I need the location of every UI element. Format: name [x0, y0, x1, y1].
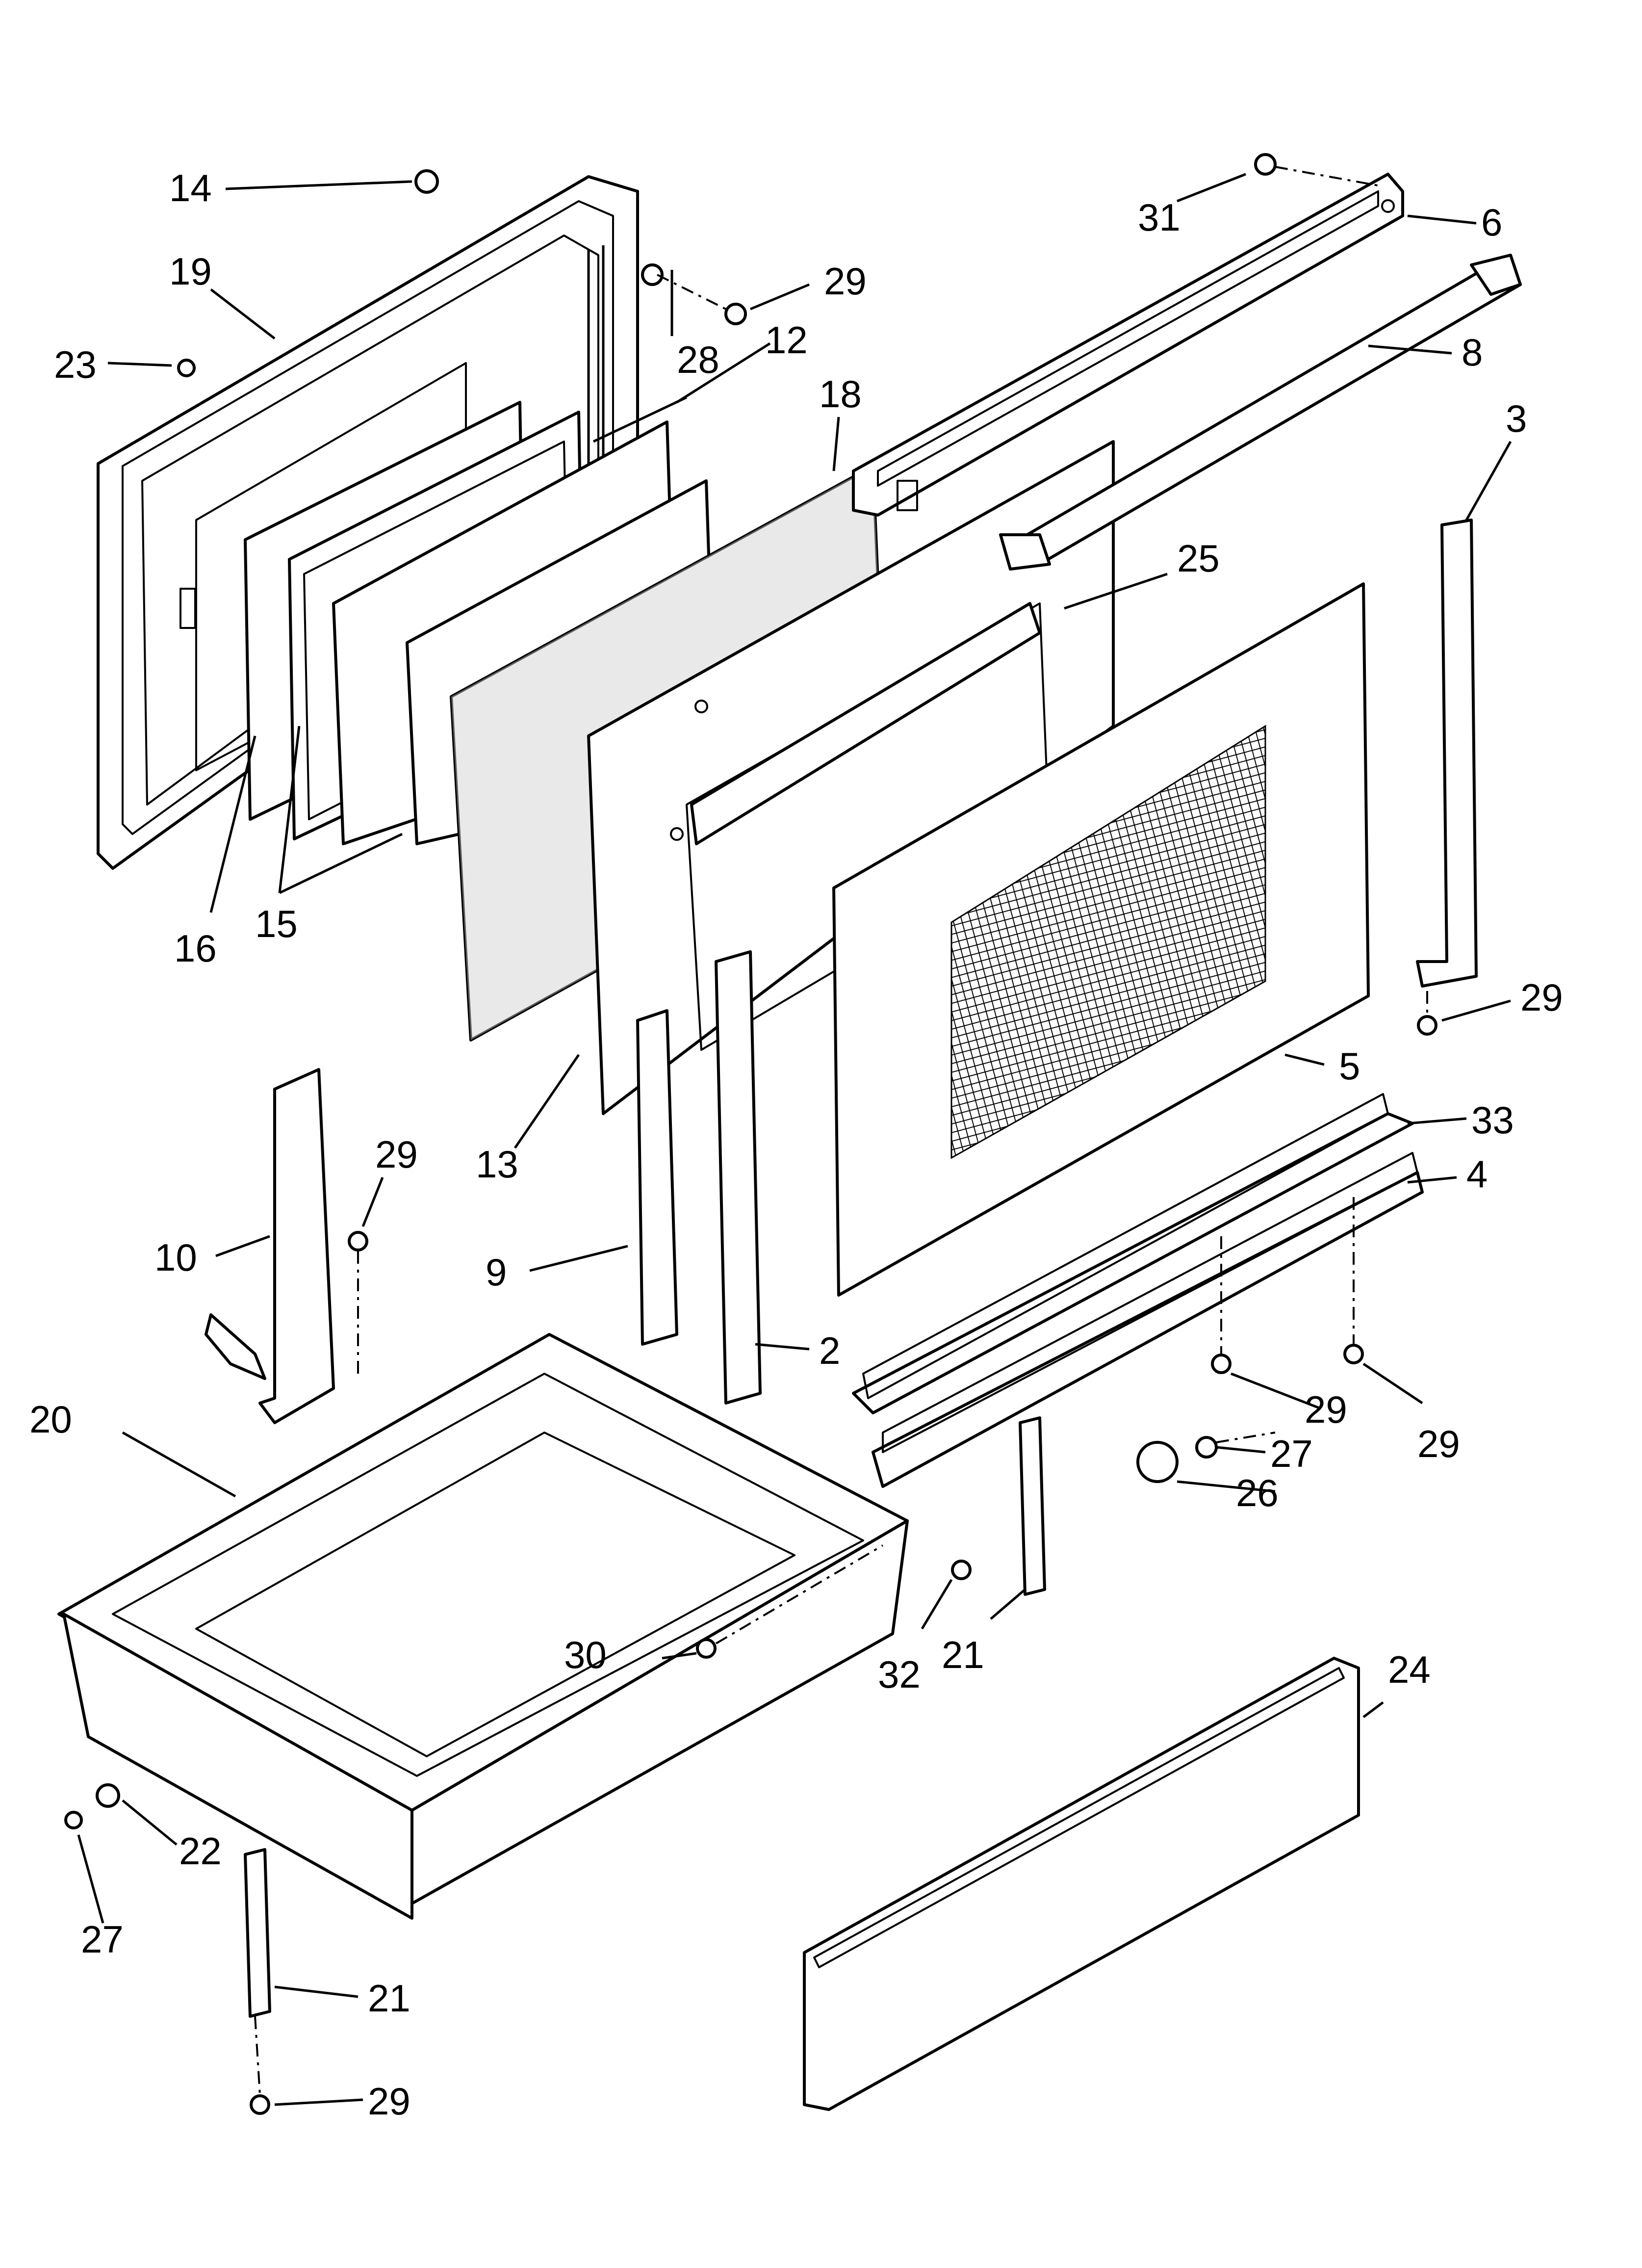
- callouts: 14 19 23 29 28 12 18 31 6 8 3 25 16 15 2…: [29, 166, 1563, 2123]
- callout-29-trim-b: 29: [1417, 1422, 1460, 1465]
- callout-12: 12: [765, 318, 808, 362]
- callout-4: 4: [1466, 1152, 1488, 1196]
- callout-2: 2: [819, 1329, 840, 1372]
- screws: [64, 153, 1437, 2115]
- callout-30: 30: [564, 1633, 607, 1676]
- vent-trim: [852, 173, 1404, 517]
- callout-29-right-bracket: 29: [1520, 976, 1563, 1019]
- callout-29-left-bracket: 29: [375, 1133, 418, 1176]
- callout-14: 14: [169, 166, 212, 209]
- drawer-front-panel: [803, 1657, 1360, 2111]
- callout-31: 31: [1138, 196, 1180, 239]
- callout-3: 3: [1506, 397, 1527, 440]
- callout-28: 28: [677, 338, 719, 381]
- bottom-trim-4: [872, 1152, 1424, 1488]
- callout-10: 10: [154, 1236, 197, 1279]
- leader-lines: [77, 173, 1512, 2106]
- callout-27-left: 27: [81, 1918, 124, 1961]
- callout-25: 25: [1177, 537, 1220, 580]
- callout-29: 29: [824, 260, 867, 303]
- callout-6: 6: [1481, 201, 1502, 244]
- callout-21-right: 21: [942, 1633, 984, 1676]
- door-side-channel: [715, 950, 762, 1405]
- callout-18: 18: [819, 372, 862, 416]
- side-bracket-right: [1416, 519, 1478, 988]
- door-handle-rod: [999, 254, 1522, 571]
- door-side-strip: [636, 1009, 678, 1346]
- callout-22: 22: [179, 1829, 222, 1873]
- callout-29-bottom: 29: [368, 2080, 410, 2123]
- callout-29-trim-a: 29: [1305, 1388, 1347, 1431]
- callout-21-left: 21: [368, 1977, 410, 2020]
- callout-26: 26: [1236, 1471, 1279, 1514]
- drawer-slide-bracket-left: [244, 1848, 271, 2018]
- plug-button: [414, 169, 439, 194]
- callout-13: 13: [476, 1143, 518, 1186]
- callout-20: 20: [29, 1398, 72, 1441]
- side-bracket-left: [205, 1068, 335, 1424]
- callout-32: 32: [878, 1653, 921, 1696]
- callout-5: 5: [1339, 1044, 1360, 1088]
- callout-24: 24: [1388, 1648, 1431, 1691]
- callout-15: 15: [255, 902, 298, 945]
- callout-23: 23: [54, 343, 97, 386]
- storage-drawer: [57, 1333, 909, 1920]
- assembly-guides: [254, 166, 1428, 2095]
- callout-8: 8: [1462, 331, 1483, 374]
- callout-19: 19: [169, 250, 212, 293]
- callout-9: 9: [486, 1251, 507, 1294]
- outer-door-glass: [832, 582, 1370, 1297]
- callout-33: 33: [1471, 1098, 1514, 1142]
- callout-16: 16: [174, 927, 217, 970]
- drawer-slide-bracket-right: [1019, 1416, 1046, 1596]
- callout-27: 27: [1270, 1432, 1313, 1475]
